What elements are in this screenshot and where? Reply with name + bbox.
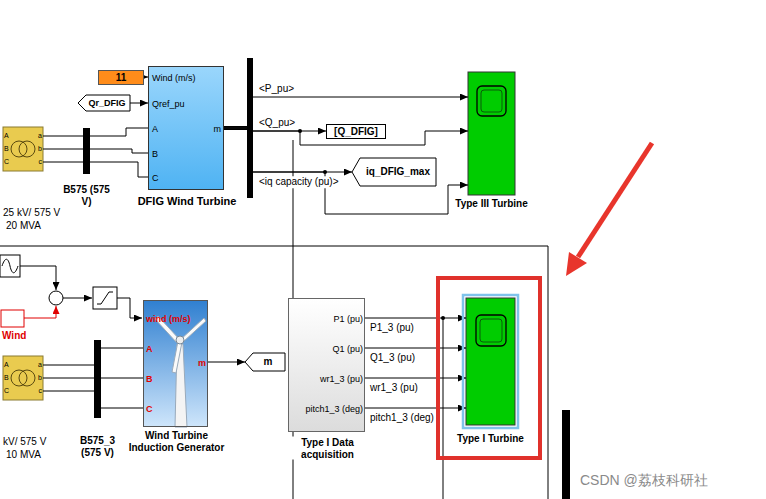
signal-line	[43, 149, 83, 150]
port-label: A	[4, 361, 9, 369]
constant-block: 11	[98, 70, 144, 85]
watermark: CSDN @荔枝科研社	[580, 472, 708, 488]
block-name: Type III Turbine	[454, 198, 528, 210]
wind-turbine-block: wind (m/s)ABCmWind Turbine Induction Gen…	[143, 300, 208, 427]
signal-line	[90, 149, 148, 153]
wind-tag	[1, 310, 24, 327]
block-name: Wind Turbine Induction Generator	[121, 430, 233, 453]
port-label: B	[146, 374, 153, 384]
pointer-arrow	[566, 143, 652, 276]
signal-wire	[24, 306, 56, 318]
junction-dot	[298, 129, 445, 320]
transformer-block: ABCabckV/ 575 V10 MVA	[3, 356, 43, 400]
port-label: Qref_pu	[152, 99, 185, 109]
signal-line	[224, 128, 468, 214]
signal-label: P1_3 (pu)	[369, 322, 415, 334]
block-label: 11	[99, 72, 143, 84]
scope-block	[466, 298, 515, 425]
wind-turbine-illustration	[143, 300, 208, 427]
from-tag: Qr_DFIG	[78, 95, 130, 111]
signal-line	[208, 362, 245, 363]
port-label: B	[4, 374, 9, 382]
tag-name: Wind	[2, 330, 26, 342]
port-label: a	[38, 132, 42, 140]
port-label: wind (m/s)	[146, 314, 191, 324]
port-label: A	[146, 344, 153, 354]
signal-line	[43, 378, 94, 379]
signal-label: Q1_3 (pu)	[369, 352, 416, 364]
bus-bar	[562, 410, 570, 499]
goto-tag: iq_DFIG_max	[352, 158, 436, 186]
block-name: 10 MVA	[5, 449, 42, 461]
block-name: 20 MVA	[5, 220, 42, 232]
scope-block	[468, 72, 515, 195]
bus-block: B575_3 (575 V)	[94, 340, 101, 418]
sum-block	[49, 291, 63, 305]
signal-label: wr1_3 (pu)	[369, 382, 419, 394]
port-label: b	[38, 374, 42, 382]
port-label: Q1 (pu)	[332, 344, 363, 354]
saturation-block	[93, 287, 117, 309]
port-label: m	[214, 124, 222, 134]
port-label: C	[146, 404, 153, 414]
signal-wire	[0, 140, 548, 499]
port-label: A	[152, 124, 158, 134]
port-label: wr1_3 (pu)	[320, 374, 363, 384]
port-label: C	[152, 173, 159, 183]
signal-wire	[117, 298, 142, 318]
block-label: Qr_DFIG	[78, 98, 130, 108]
scope-block: Type III Turbine	[468, 72, 515, 195]
subsystem-block: P1 (pu)Q1 (pu)wr1_3 (pu)pitch1_3 (deg)Ty…	[288, 298, 365, 432]
goto-tag: [Q_DFIG]	[326, 124, 386, 139]
signal-line	[365, 408, 466, 409]
port-label: a	[38, 361, 42, 369]
signal-label: <iq capacity (pu)>	[258, 176, 340, 188]
block-label: iq_DFIG_max	[352, 166, 436, 178]
port-label: pitch1_3 (deg)	[305, 404, 363, 414]
block-name: B575_3 (575 V)	[71, 435, 125, 458]
port-label: m	[198, 358, 206, 368]
port-label: b	[38, 145, 42, 153]
block-name: Type I Turbine	[456, 433, 525, 445]
port-label: P1 (pu)	[333, 314, 363, 324]
signal-label: <Q_pu>	[258, 117, 296, 129]
scope-block: Type I Turbine	[466, 298, 515, 425]
port-label: Wind (m/s)	[152, 73, 196, 83]
block-name: 25 kV/ 575 V	[2, 207, 61, 219]
signal-line	[130, 103, 148, 104]
block-name: DFIG Wind Turbine	[137, 195, 238, 208]
power-wire	[43, 348, 143, 408]
sine-source	[0, 255, 20, 277]
signal-line	[365, 378, 466, 379]
block-label: [Q_DFIG]	[327, 126, 385, 138]
bus-selector	[247, 58, 253, 198]
port-label: C	[4, 387, 9, 395]
bus-block: B575 (575 V)	[83, 128, 90, 174]
selection-outline	[463, 295, 518, 428]
transformer-block: ABCabc25 kV/ 575 V20 MVA	[3, 127, 43, 171]
port-label: B	[4, 145, 9, 153]
highlight-box	[438, 278, 540, 458]
port-label: c	[39, 387, 43, 395]
signal-wire	[63, 298, 92, 299]
block-name: Type I Data acquisition	[281, 437, 375, 460]
signal-label: <P_pu>	[258, 83, 295, 95]
port-label: A	[4, 132, 9, 140]
signal-line	[365, 318, 466, 319]
port-label: c	[39, 158, 43, 166]
signal-line	[101, 378, 143, 379]
goto-tag: m	[245, 353, 285, 371]
transformer-symbol	[3, 127, 43, 171]
block-name: kV/ 575 V	[2, 436, 47, 448]
block-label: m	[245, 356, 285, 368]
signal-label: pitch1_3 (deg)	[369, 412, 435, 424]
transformer-symbol	[3, 356, 43, 400]
port-label: C	[4, 158, 9, 166]
port-label: B	[152, 149, 158, 159]
signal-wire	[20, 266, 56, 290]
block-name: B575 (575 V)	[60, 184, 114, 207]
signal-line	[365, 348, 466, 349]
dfig-block: Wind (m/s)Qref_puABCmDFIG Wind Turbine	[148, 66, 224, 190]
